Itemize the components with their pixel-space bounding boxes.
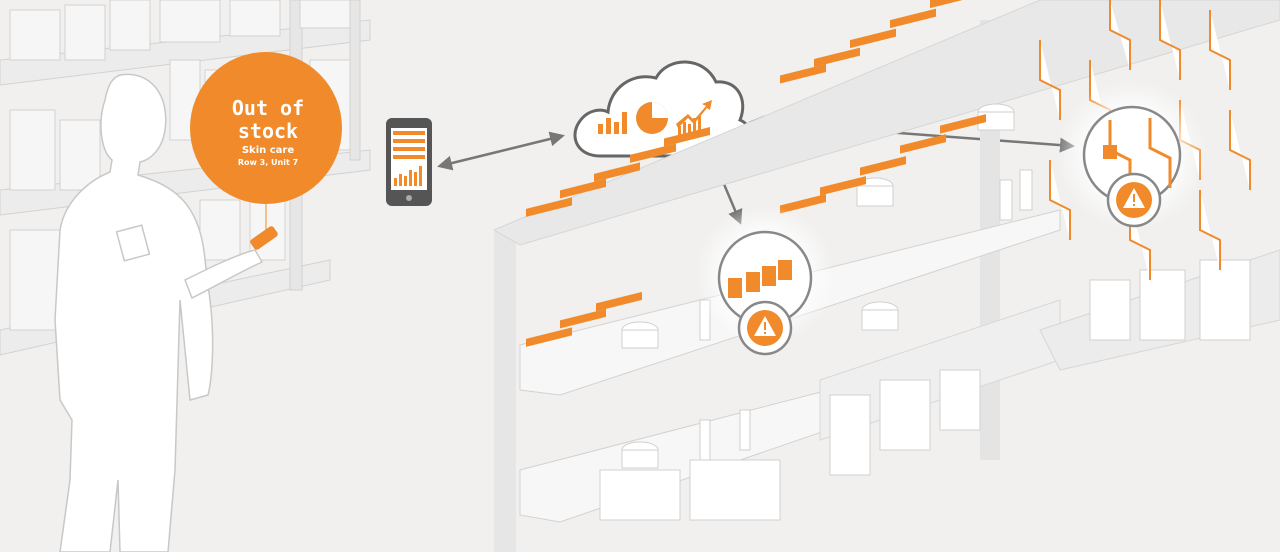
sensor-highlight-shelf xyxy=(695,205,835,345)
trend-chart-icon xyxy=(676,100,712,136)
bar-chart-icon xyxy=(598,112,627,134)
handheld-scanner xyxy=(250,226,278,250)
upper-shelf-products xyxy=(526,0,1033,349)
sensor-highlight-pegs xyxy=(1057,80,1207,230)
lower-shelf-products xyxy=(526,114,986,469)
store-worker-figure xyxy=(54,73,264,552)
alert-title-line1: Out of xyxy=(232,96,304,120)
phone-cloud-arrow xyxy=(437,131,565,171)
alert-title-line2: stock xyxy=(238,119,298,143)
alert-category: Skin care xyxy=(242,145,294,156)
smartphone-icon[interactable] xyxy=(386,118,432,206)
warning-icon xyxy=(1106,172,1162,228)
warning-icon xyxy=(737,300,793,356)
pie-chart-icon xyxy=(636,102,668,134)
out-of-stock-alert-bubble: Out of stock Skin care Row 3, Unit 7 xyxy=(190,52,342,235)
alert-location: Row 3, Unit 7 xyxy=(238,158,298,167)
store-shelving-unit xyxy=(492,0,1280,552)
